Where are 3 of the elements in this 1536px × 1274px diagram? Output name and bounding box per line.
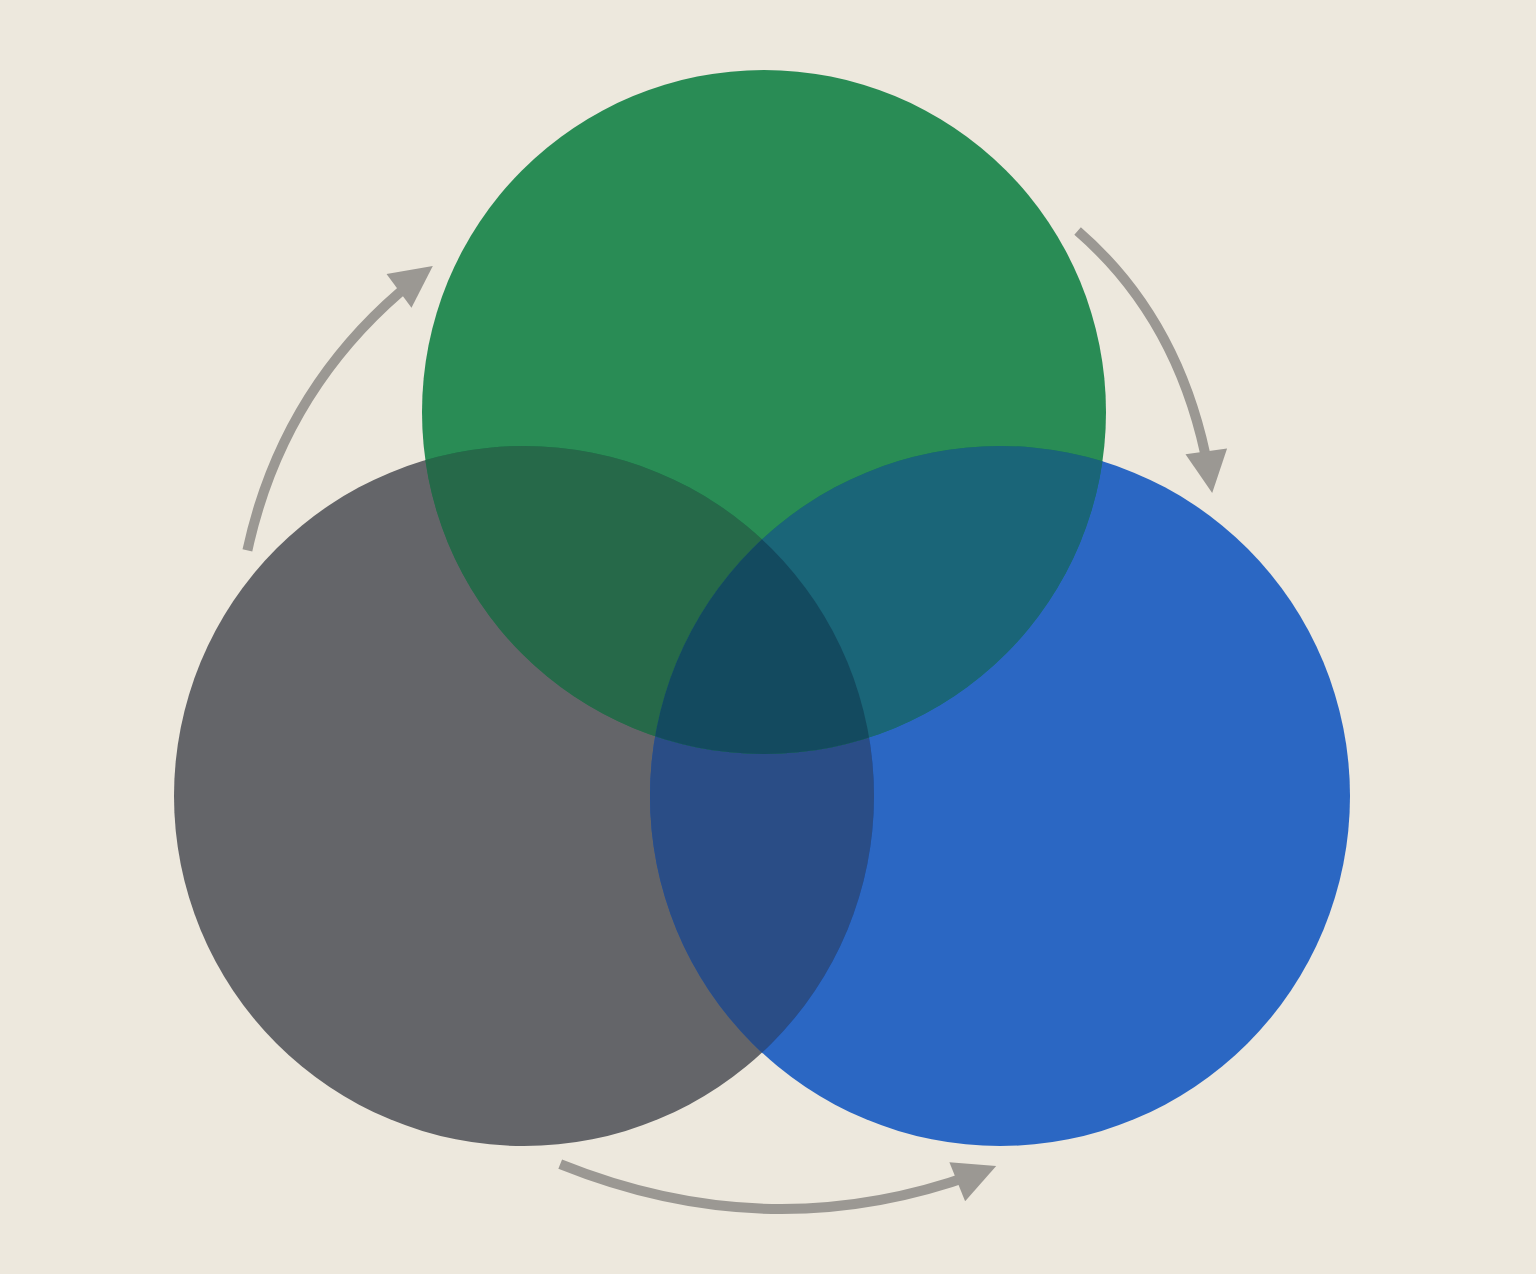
arrow xyxy=(558,1159,998,1214)
arrow xyxy=(242,262,436,552)
arrow xyxy=(1074,227,1226,494)
